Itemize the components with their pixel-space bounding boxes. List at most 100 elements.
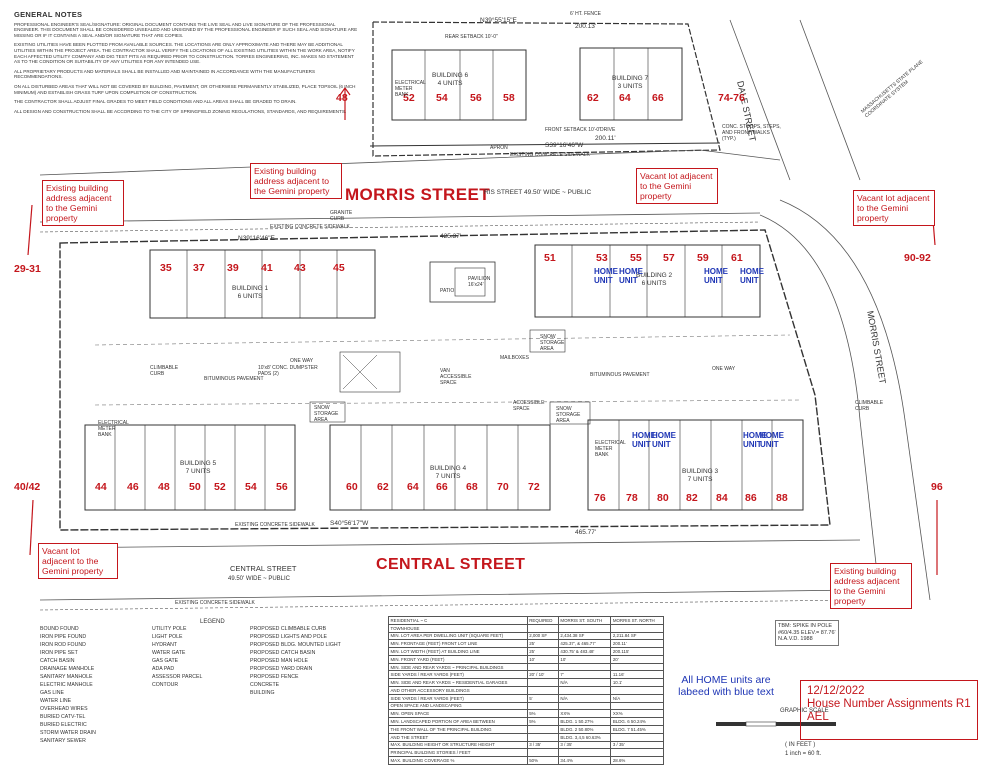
snow-storage-label: SNOW STORAGE AREA (314, 405, 339, 423)
one-way-label: ONE WAY (712, 366, 736, 372)
internal-drive-aisles (94, 329, 801, 425)
home-unit-label: HOME UNIT (632, 431, 656, 449)
general-notes: GENERAL NOTES PROFESSIONAL ENGINEER'S SE… (14, 11, 359, 118)
table-cell (526, 678, 559, 688)
south-parcel-boundary (59, 229, 831, 531)
callout-existing-left: Existing building address adjacent to th… (42, 180, 124, 226)
building-3-label: BUILDING 3 7 UNITS (682, 468, 719, 483)
table-cell (610, 701, 664, 711)
house-number: 46 (127, 481, 139, 493)
sidewalk-label: EXISTING CONCRETE SIDEWALK (270, 224, 350, 230)
legend-item: UTILITY POLE (152, 626, 187, 632)
table-cell: 2,211.84 SF (610, 631, 664, 641)
patio-area (429, 261, 496, 303)
table-cell: 3 / 35' (526, 740, 559, 750)
table-cell: SIDE YARDS / REAR YARDS (FEET) (388, 693, 528, 703)
building-4-footprint (329, 424, 551, 511)
building-4-label: BUILDING 4 7 UNITS (430, 465, 467, 480)
house-number: 52 (403, 92, 415, 104)
house-number: 56 (470, 92, 482, 104)
callout-vacant-left: Vacant lot adjacent to the Gemini proper… (38, 543, 118, 579)
table-cell (526, 701, 559, 711)
house-number: 66 (436, 481, 448, 493)
building-7-label: BUILDING 7 3 UNITS (612, 75, 649, 90)
legend-item: STORM WATER DRAIN (40, 730, 96, 736)
climbable-curb-label: CLIMBABLE CURB (855, 400, 884, 412)
table-cell: 10' (526, 654, 559, 664)
house-number: 70 (497, 481, 509, 493)
van-accessible-label: VAN ACCESSIBLE SPACE (440, 368, 472, 386)
house-number: 57 (663, 252, 675, 264)
dumpster-label: 10'x8' CONC. DUMPSTER PADS (2) (258, 365, 318, 377)
table-cell: XX% (557, 709, 612, 719)
table-header-row: RESIDENTIAL ~ C REQUIRED MORRIS ST. SOUT… (388, 616, 664, 625)
legend-item: DRAINAGE MANHOLE (40, 666, 95, 672)
table-cell: BLDG. 1 50.27% (557, 717, 612, 726)
home-unit-label: HOME UNIT (704, 267, 728, 285)
house-number: 51 (544, 252, 556, 264)
central-street-width: 49.50' WIDE ~ PUBLIC (228, 576, 291, 582)
table-cell: 3 / 35' (557, 740, 612, 750)
house-number: 44 (95, 481, 107, 493)
legend-item: PROPOSED CATCH BASIN (250, 650, 316, 656)
table-cell: SIDE YARDS / REAR YARDS (FEET) (388, 670, 528, 680)
table-cell: BLDG. 3,4,5 60.63% (557, 732, 612, 742)
table-cell (526, 748, 559, 758)
table-cell: 25' (526, 647, 559, 656)
one-way-label: ONE WAY (290, 358, 314, 364)
climbable-curb-label: CLIMBABLE CURB (150, 365, 179, 377)
accessible-space-label: ACCESSIBLE SPACE (513, 400, 545, 412)
distance-label: 425.37' (440, 233, 462, 240)
house-number: 45 (333, 262, 345, 274)
note-paragraph: THE CONTRACTOR SHALL ADJUST FINAL GRADES… (14, 99, 297, 105)
table-cell: MIN. SIDE AND REAR YARDS ~ PRINCIPAL BUI… (388, 662, 528, 672)
table-cell: MAX. BUILDING COVERAGE % (388, 756, 528, 765)
table-cell: OPEN SPACE AND LANDSCAPING (388, 701, 528, 711)
table-cell (610, 732, 664, 742)
table-cell: BLDG. 7 51.45% (610, 724, 664, 734)
callout-existing-top: Existing building address adjacent to th… (250, 163, 342, 199)
north-parcel-boundary (372, 21, 721, 157)
house-number: 86 (745, 492, 757, 504)
revision-title: House Number Assignments R1 (807, 698, 971, 710)
graphic-scale: GRAPHIC SCALE (780, 708, 829, 714)
legend-item: PROPOSED YARD DRAIN (250, 666, 313, 672)
table-cell: 7' (557, 670, 612, 680)
legend-title: LEGEND (200, 619, 225, 625)
home-unit-label: HOME UNIT (740, 267, 764, 285)
table-cell: MIN. OPEN SPACE (388, 709, 528, 719)
table-cell (557, 623, 612, 633)
legend-item: WATER GATE (152, 650, 186, 656)
legend-item: IRON ROD FOUND (40, 642, 86, 648)
table-row: THE FRONT WALL OF THE PRINCIPAL BUILDING… (388, 724, 664, 734)
meter-bank-label: ELECTRICAL METER BANK (98, 420, 129, 438)
table-row: SIDE YARDS / REAR YARDS (FEET)20' / 10'7… (388, 670, 664, 680)
house-number: 90-92 (904, 252, 931, 264)
pavement-label: BITUMINOUS PAVEMENT (590, 372, 650, 378)
table-row: MIN. SIDE AND REAR YARDS ~ RESIDENTIAL G… (388, 678, 664, 688)
home-unit-label: HOME UNIT (743, 431, 767, 449)
house-number: 82 (686, 492, 698, 504)
table-cell: 5' (526, 693, 559, 703)
house-number: 84 (716, 492, 728, 504)
home-units-note: All HOME units are labeed with blue text (678, 674, 774, 698)
building-6-label: BUILDING 6 4 UNITS (432, 72, 469, 87)
table-row: OPEN SPACE AND LANDSCAPING (388, 701, 664, 711)
house-number: 72 (528, 481, 540, 493)
table-cell: MIN. FRONT YARD (FEET) (388, 654, 528, 664)
sidewalk-label: EXISTING CONCRETE SIDEWALK (510, 152, 590, 158)
table-header: MORRIS ST. SOUTH (557, 616, 612, 625)
table-cell: N/A (610, 693, 664, 703)
callout-existing-bottom-right: Existing building address adjacent to th… (830, 563, 912, 609)
table-cell: 20' / 10' (526, 670, 559, 680)
legend-item: IRON PIPE SET (40, 650, 78, 656)
house-number: 62 (587, 92, 599, 104)
house-number: 53 (596, 252, 608, 264)
table-cell: THE FRONT WALL OF THE PRINCIPAL BUILDING (388, 724, 528, 734)
house-number: 29-31 (14, 263, 41, 275)
table-cell: AND OTHER ACCESSORY BUILDINGS (388, 686, 528, 695)
